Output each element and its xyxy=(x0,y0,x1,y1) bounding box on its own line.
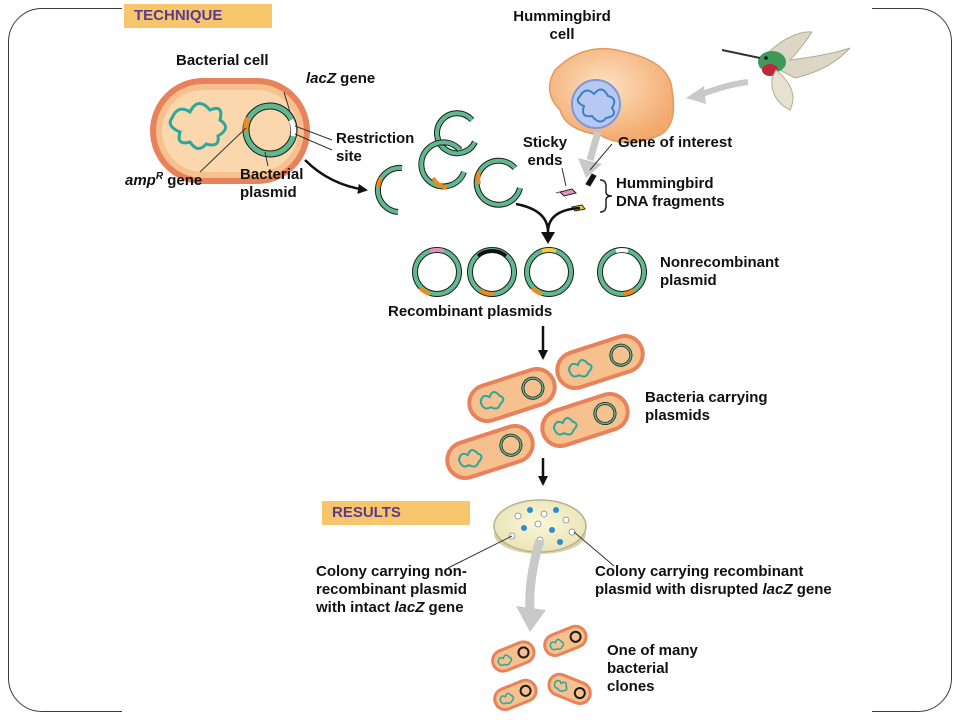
nonrecombinant-plasmid xyxy=(597,247,647,297)
bacterial-cell-leaders xyxy=(199,91,333,173)
arrow-to-cut-plasmids xyxy=(304,159,368,194)
label-bacterial-cell: Bacterial cell xyxy=(176,52,269,69)
cut-plasmids xyxy=(374,108,523,215)
bacteria-carrying-plasmids xyxy=(445,333,645,481)
label-lacz-gene: lacZ gene xyxy=(306,70,376,87)
fragments-brace xyxy=(599,179,613,213)
hummingbird-illustration xyxy=(721,31,851,111)
bacterial-cell xyxy=(150,78,310,184)
label-ampr-gene: ampR gene xyxy=(125,171,203,189)
dna-fragments xyxy=(555,173,597,212)
hummingbird-cell xyxy=(548,47,675,144)
colonies xyxy=(508,507,576,545)
label-gene-of-interest: Gene of interest xyxy=(618,134,733,151)
bacterial-chromosome xyxy=(168,102,227,150)
arrow-dish-to-clones xyxy=(525,538,545,613)
label-recombinant-plasmids: Recombinant plasmids xyxy=(388,303,553,320)
arrow-cell-to-fragments xyxy=(586,131,602,161)
results-badge: RESULTS xyxy=(322,501,470,525)
merge-arrow xyxy=(515,202,581,233)
technique-badge: TECHNIQUE xyxy=(124,4,272,28)
arrow-bird-to-cell xyxy=(698,79,749,98)
petri-dish xyxy=(493,499,587,554)
recombinant-plasmids xyxy=(412,247,574,297)
bacterial-clones xyxy=(491,624,592,712)
